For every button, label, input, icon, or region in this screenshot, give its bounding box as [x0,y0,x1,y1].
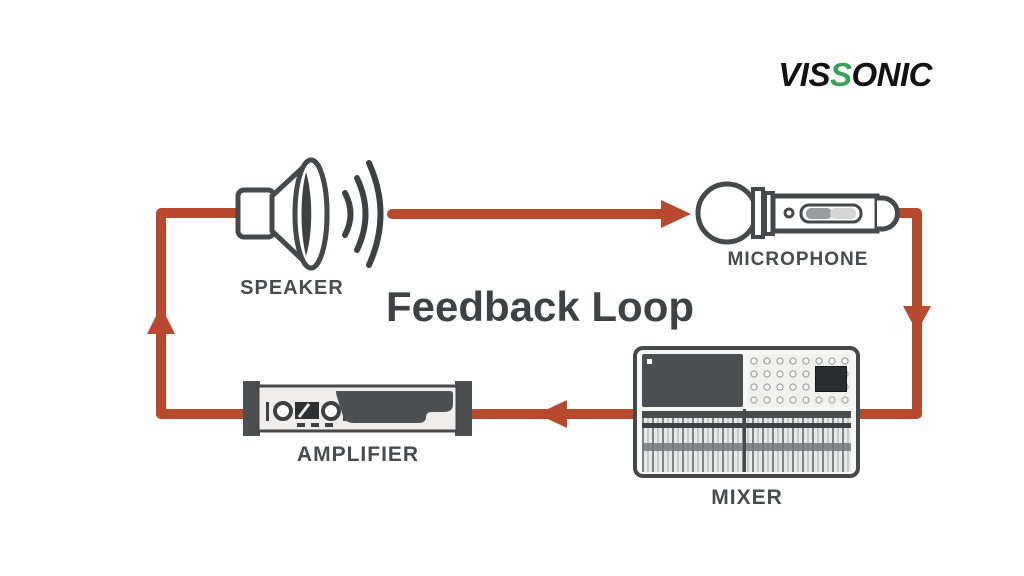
sound-waves-icon [342,160,384,268]
mixer-icon [633,346,860,478]
arrowhead-down-icon [903,306,931,332]
microphone-icon [695,181,900,245]
speaker-icon [235,157,384,271]
mixer-label: MIXER [711,486,783,509]
mixer-knob-panel [748,354,851,407]
diagram-title: Feedback Loop [385,283,695,330]
arrowhead-left-icon [537,400,567,428]
loop-arrowheads [147,200,931,428]
speaker-label: SPEAKER [240,277,344,299]
arrowhead-up-icon [147,306,175,334]
logo-part-green-s: S [829,56,852,93]
amplifier-label: AMPLIFIER [296,443,420,466]
vissonic-logo: VISSONIC [778,56,932,94]
mixer-panel-divider [743,409,746,472]
arrowhead-right-icon [661,200,691,228]
mixer-fader-section [642,411,851,472]
logo-part-2: ONIC [851,56,933,93]
mixer-screen [815,366,847,392]
mixer-display-panel [642,354,743,407]
mixer-power-led [647,359,652,364]
amplifier-icon [243,381,472,436]
logo-part-1: VIS [778,56,830,93]
microphone-label: MICROPHONE [727,249,869,270]
